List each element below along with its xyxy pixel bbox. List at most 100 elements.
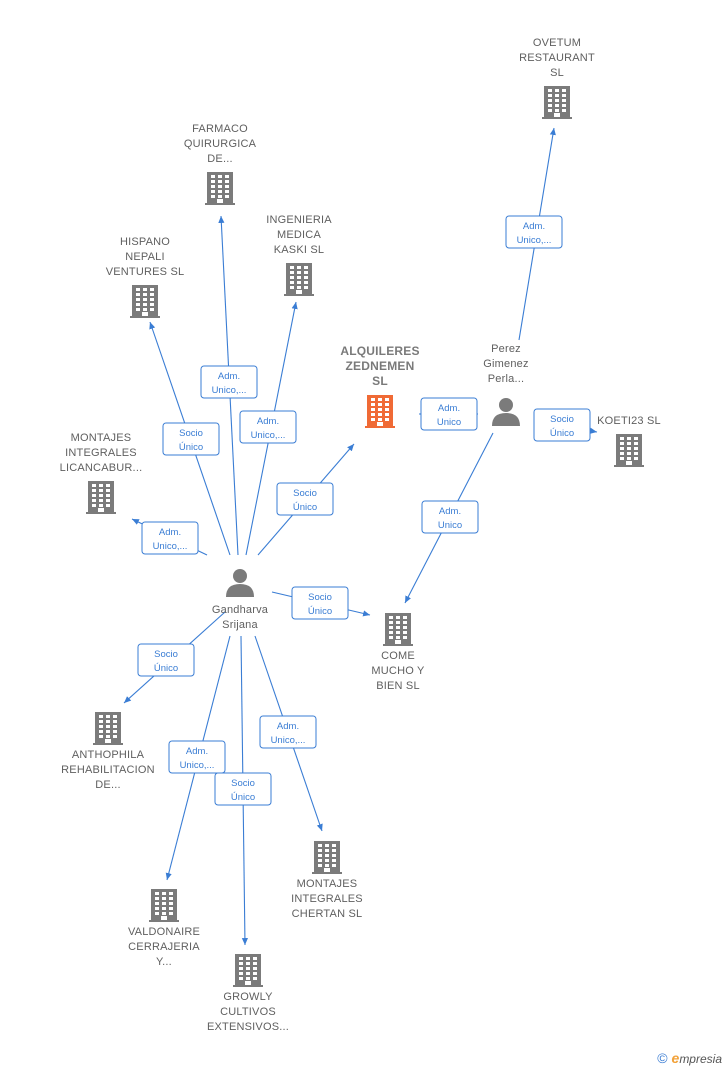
node-label: SL [372, 374, 388, 388]
edge-label-text: Unico,... [517, 235, 552, 246]
edge-label-text: Adm. [277, 721, 299, 732]
node-label: DE... [95, 779, 120, 791]
node-label: Srijana [222, 619, 258, 631]
edge-label-text: Unico [438, 520, 462, 531]
edge-gandharva-montajes_l: Adm.Unico,... [131, 518, 208, 556]
edge-perez-ovetum: Adm. Unico,... [505, 127, 563, 341]
building-icon [233, 954, 263, 987]
node-anthophila[interactable]: ANTHOPHILAREHABILITACIONDE... [61, 712, 155, 791]
edge-gandharva-valdonaire: Adm.Unico,... [165, 635, 231, 881]
node-label: VENTURES SL [106, 266, 185, 278]
node-growly[interactable]: GROWLYCULTIVOSEXTENSIVOS... [207, 954, 289, 1033]
edge-label-text: Adm. [439, 506, 461, 517]
edge-label-text: Adm. [159, 527, 181, 538]
edge-label-text: Unico,... [212, 385, 247, 396]
brand-name: mpresia [679, 1052, 722, 1066]
node-label: CERRAJERIA [128, 941, 200, 953]
node-valdonaire[interactable]: VALDONAIRE CERRAJERIA Y... [128, 889, 200, 968]
node-label: MUCHO Y [371, 665, 425, 677]
edge-label[interactable]: Adm. Unico [420, 397, 478, 431]
node-label: FARMACO [192, 123, 248, 135]
edge-label[interactable]: Adm. Unico,... [200, 365, 258, 399]
edge-label-text: Socio [179, 428, 203, 439]
building-icon [312, 841, 342, 874]
edge-label[interactable]: Adm. Unico [421, 500, 479, 534]
edge-label-text: Único [550, 428, 574, 439]
node-label: CHERTAN SL [292, 908, 363, 920]
edge-label-text: Adm. [523, 221, 545, 232]
edge-label-text: Socio [308, 592, 332, 603]
node-label: OVETUM [533, 37, 581, 49]
node-label: INGENIERIA [266, 214, 332, 226]
node-label: GROWLY [223, 991, 273, 1003]
building-icon [86, 481, 116, 514]
node-label: NEPALI [125, 251, 165, 263]
node-ingenieria[interactable]: INGENIERIA MEDICA KASKI SL [266, 214, 332, 296]
edge-label-text: Único [154, 663, 178, 674]
edge-gandharva-farmaco: Adm. Unico,... [200, 215, 258, 556]
edge-label-text: Socio [231, 778, 255, 789]
edge-label[interactable]: Adm.Unico,... [168, 740, 226, 774]
building-icon [542, 86, 572, 119]
edge-label-text: Único [179, 442, 203, 453]
copyright-icon: © [657, 1050, 668, 1066]
nodes-layer: OVETUM RESTAURANT SL FARMACO QUIRURGICA DE...… [60, 37, 661, 1033]
node-label: ALQUILERES [340, 344, 419, 358]
node-perez[interactable]: PerezGimenezPerla... [483, 343, 529, 426]
node-label: VALDONAIRE [128, 926, 200, 938]
edge-label-text: Único [308, 606, 332, 617]
node-ovetum[interactable]: OVETUM RESTAURANT SL [519, 37, 595, 119]
edge-perez-come: Adm. Unico [404, 432, 494, 604]
node-montajes_l[interactable]: MONTAJESINTEGRALESLICANCABUR... [60, 432, 143, 514]
node-label: MEDICA [277, 229, 321, 241]
node-label: INTEGRALES [291, 893, 363, 905]
node-label: BIEN SL [376, 680, 420, 692]
edge-label[interactable]: Adm.Unico,... [239, 410, 297, 444]
building-icon [130, 285, 160, 318]
building-icon [93, 712, 123, 745]
node-label: SL [550, 67, 564, 79]
edge-label-text: Adm. [438, 403, 460, 414]
edge-label-text: Unico,... [180, 760, 215, 771]
edge-label-text: Único [293, 502, 317, 513]
edge-label-text: Adm. [218, 371, 240, 382]
building-icon [205, 172, 235, 205]
node-label: RESTAURANT [519, 52, 595, 64]
edge-label-text: Unico,... [251, 430, 286, 441]
node-label: KASKI SL [274, 244, 325, 256]
node-label: MONTAJES [71, 432, 132, 444]
building-icon [365, 395, 395, 428]
building-icon [614, 434, 644, 467]
node-label: DE... [207, 153, 232, 165]
node-farmaco[interactable]: FARMACO QUIRURGICA DE... [184, 123, 257, 205]
node-label: Gimenez [483, 358, 528, 370]
node-koeti[interactable]: KOETI23 SL [597, 415, 661, 467]
edge-label-text: Unico,... [271, 735, 306, 746]
node-label: Y... [156, 956, 172, 968]
edge-label-text: Unico [437, 417, 461, 428]
edge-label[interactable]: Adm. Unico,... [259, 715, 317, 749]
edge-label-text: Socio [293, 488, 317, 499]
node-label: QUIRURGICA [184, 138, 257, 150]
edge-gandharva-ingenieria: Adm.Unico,... [239, 301, 298, 556]
brand-initial: e [671, 1050, 680, 1066]
node-label: ANTHOPHILA [72, 749, 145, 761]
edge-label[interactable]: Adm.Unico,... [141, 521, 199, 555]
edge-label[interactable]: Adm. Unico,... [505, 215, 563, 249]
person-icon [492, 398, 520, 426]
